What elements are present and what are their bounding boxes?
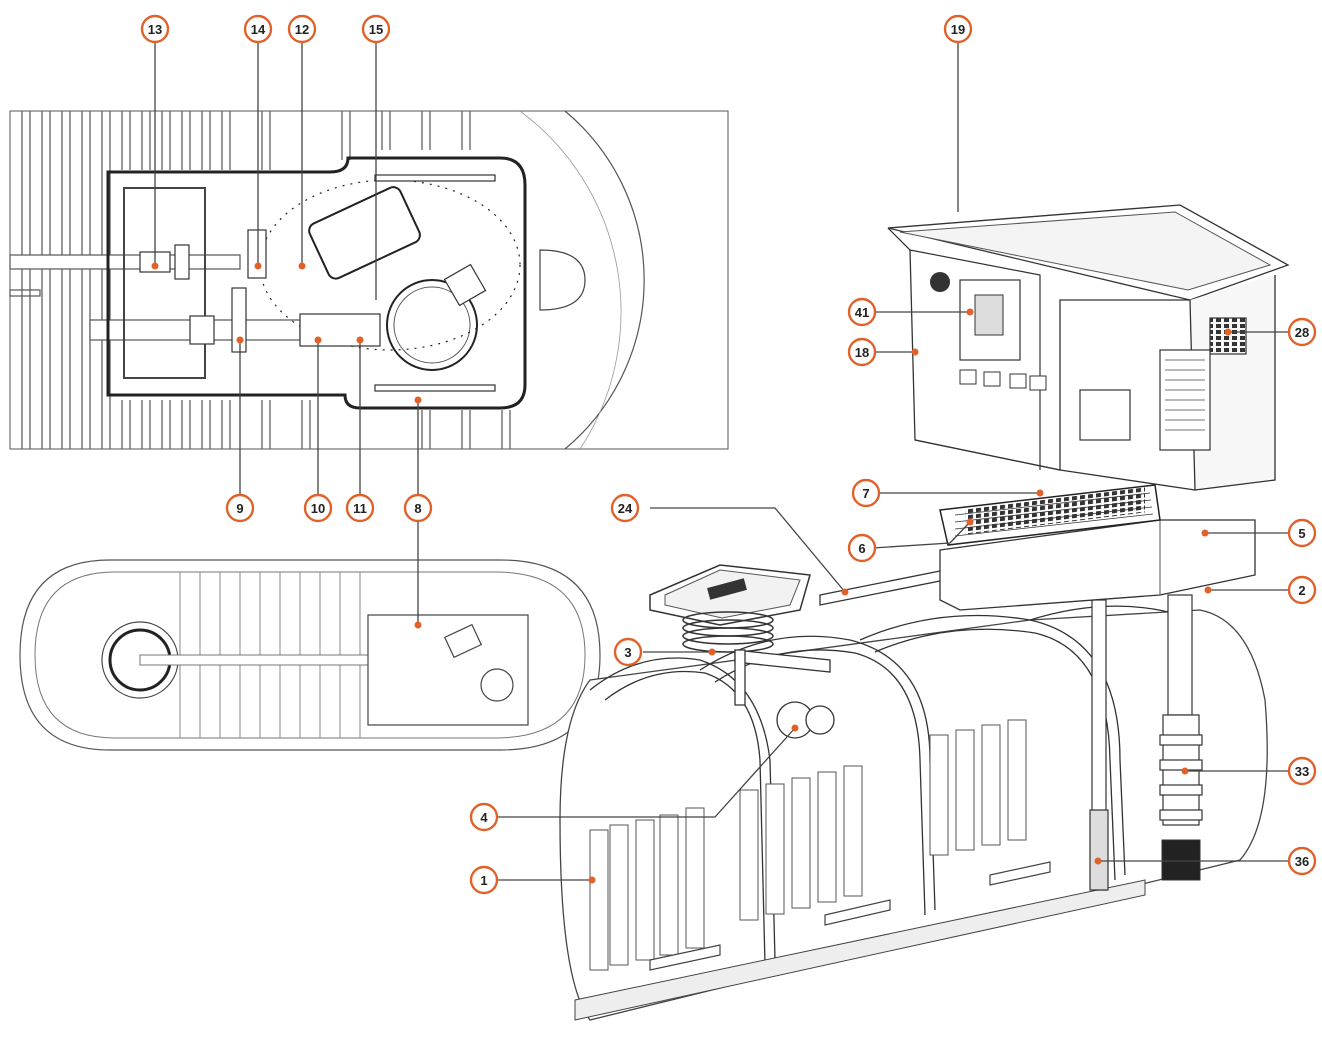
callout-circle bbox=[361, 14, 391, 44]
callout-label: 5 bbox=[1298, 526, 1305, 541]
callout-circle bbox=[1287, 575, 1317, 605]
control-cabinet bbox=[887, 204, 1290, 491]
tank-ribs bbox=[589, 719, 1027, 971]
callout-24: 24 bbox=[610, 493, 640, 523]
callout-circle bbox=[1287, 518, 1317, 548]
leader-lines bbox=[154, 42, 1288, 881]
callout-label: 19 bbox=[951, 22, 965, 37]
leader-dots bbox=[151, 262, 1232, 884]
callout-label: 11 bbox=[353, 501, 367, 516]
callout-circle bbox=[345, 493, 375, 523]
callout-circle bbox=[1287, 756, 1317, 786]
callout-19: 19 bbox=[943, 14, 973, 44]
control-box bbox=[308, 186, 421, 280]
callout-circle bbox=[847, 297, 877, 327]
tank-dome-arc bbox=[564, 110, 645, 450]
callout-circle bbox=[303, 493, 333, 523]
callout-label: 36 bbox=[1295, 854, 1309, 869]
callout-label: 1 bbox=[480, 873, 487, 888]
callout-label: 2 bbox=[1298, 583, 1305, 598]
callout-18: 18 bbox=[847, 337, 877, 367]
callout-41: 41 bbox=[847, 297, 877, 327]
suction-pipes bbox=[1089, 594, 1203, 891]
callout-12: 12 bbox=[287, 14, 317, 44]
callout-13: 13 bbox=[140, 14, 170, 44]
callout-33: 33 bbox=[1287, 756, 1317, 786]
callout-circle bbox=[225, 493, 255, 523]
callout-label: 18 bbox=[855, 345, 869, 360]
callout-circle bbox=[943, 14, 973, 44]
fittings bbox=[139, 174, 496, 392]
callout-14: 14 bbox=[243, 14, 273, 44]
manhole bbox=[649, 564, 811, 653]
callout-circle bbox=[403, 493, 433, 523]
callout-2: 2 bbox=[1287, 575, 1317, 605]
callout-label: 9 bbox=[236, 501, 243, 516]
callout-label: 15 bbox=[369, 22, 383, 37]
callout-label: 7 bbox=[862, 486, 869, 501]
callout-label: 6 bbox=[858, 541, 865, 556]
pump-motor bbox=[386, 279, 478, 371]
callout-circle bbox=[610, 493, 640, 523]
callout-circle bbox=[469, 865, 499, 895]
callout-circle bbox=[243, 14, 273, 44]
callout-label: 33 bbox=[1295, 764, 1309, 779]
callout-15: 15 bbox=[361, 14, 391, 44]
callout-9: 9 bbox=[225, 493, 255, 523]
callout-label: 12 bbox=[295, 22, 309, 37]
callout-label: 24 bbox=[618, 501, 633, 516]
callout-circle bbox=[613, 637, 643, 667]
callout-10: 10 bbox=[303, 493, 333, 523]
callout-circle bbox=[847, 337, 877, 367]
isometric-view bbox=[559, 204, 1290, 1021]
callout-5: 5 bbox=[1287, 518, 1317, 548]
callout-label: 4 bbox=[480, 810, 488, 825]
shaft-outline bbox=[106, 156, 527, 410]
callout-28: 28 bbox=[1287, 317, 1317, 347]
callout-1: 1 bbox=[469, 865, 499, 895]
tie-rods bbox=[649, 861, 1051, 971]
callout-7: 7 bbox=[851, 478, 881, 508]
callout-circle bbox=[140, 14, 170, 44]
callout-circle bbox=[851, 478, 881, 508]
callout-circle bbox=[847, 533, 877, 563]
callout-8: 8 bbox=[403, 493, 433, 523]
callout-circle bbox=[469, 802, 499, 832]
callout-label: 14 bbox=[251, 22, 266, 37]
callout-circle bbox=[1287, 846, 1317, 876]
callout-label: 28 bbox=[1295, 325, 1309, 340]
callout-3: 3 bbox=[613, 637, 643, 667]
callout-11: 11 bbox=[345, 493, 375, 523]
ribs-pattern bbox=[21, 111, 511, 449]
callout-label: 3 bbox=[624, 645, 631, 660]
callout-circle bbox=[1287, 317, 1317, 347]
shaft-5 bbox=[939, 519, 1256, 611]
callout-4: 4 bbox=[469, 802, 499, 832]
overview-view bbox=[19, 559, 601, 751]
top-detail-view bbox=[9, 110, 729, 450]
callout-36: 36 bbox=[1287, 846, 1317, 876]
callout-label: 13 bbox=[148, 22, 162, 37]
callout-6: 6 bbox=[847, 533, 877, 563]
grating bbox=[939, 484, 1161, 546]
callout-label: 8 bbox=[414, 501, 421, 516]
callout-label: 41 bbox=[855, 305, 869, 320]
callout-circle bbox=[287, 14, 317, 44]
callout-label: 10 bbox=[311, 501, 325, 516]
